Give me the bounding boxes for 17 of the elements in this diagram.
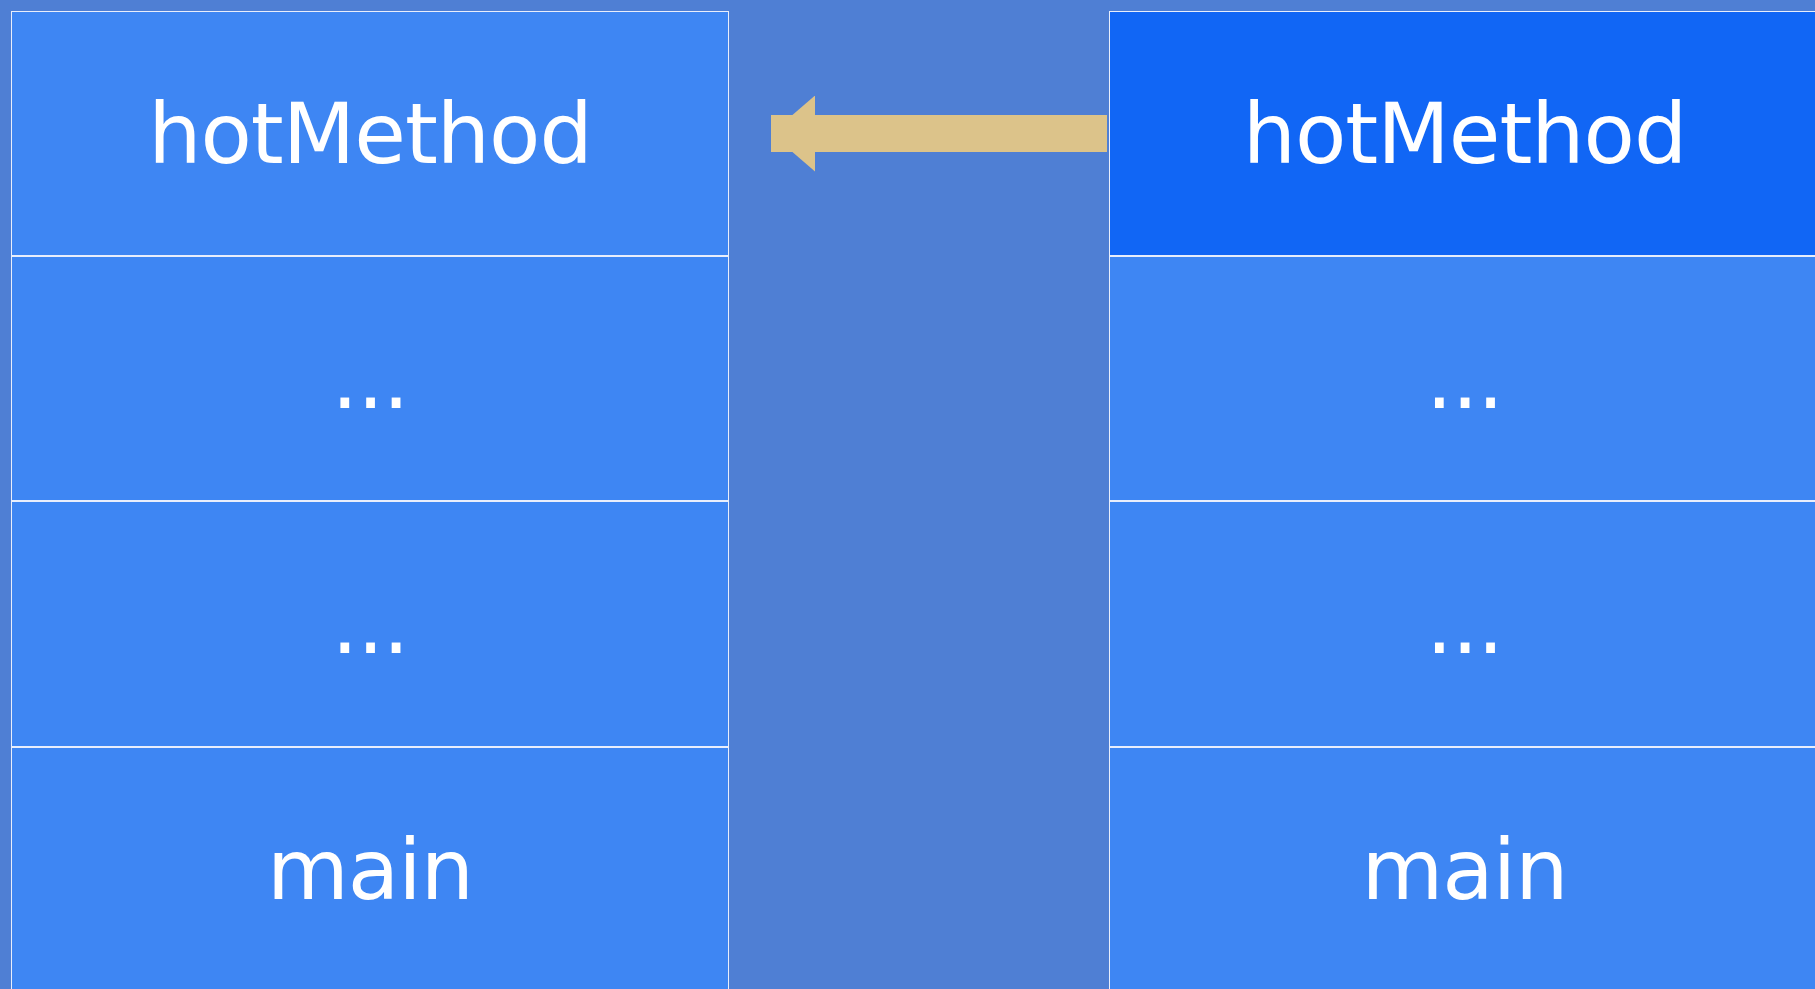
stack-frame-box (11, 256, 729, 501)
stack-frame-box (1109, 11, 1815, 256)
stack-frame-box (11, 11, 729, 256)
stack-frame-box (11, 501, 729, 747)
frame-label: ... (1425, 329, 1504, 428)
stack-frame-box (11, 747, 729, 989)
stack-frame-box (1109, 501, 1815, 747)
frame-label: hotMethod (148, 84, 592, 183)
frame-label: main (1361, 820, 1568, 919)
frame-label: hotMethod (1242, 84, 1687, 183)
arrow (771, 95, 1107, 172)
stack-frame-box (1109, 747, 1815, 989)
frame-label: main (267, 820, 473, 919)
frame-label: ... (1425, 575, 1504, 673)
stack-frame-box (1109, 256, 1815, 501)
frame-label: ... (331, 329, 409, 428)
frame-label: ... (331, 575, 409, 673)
